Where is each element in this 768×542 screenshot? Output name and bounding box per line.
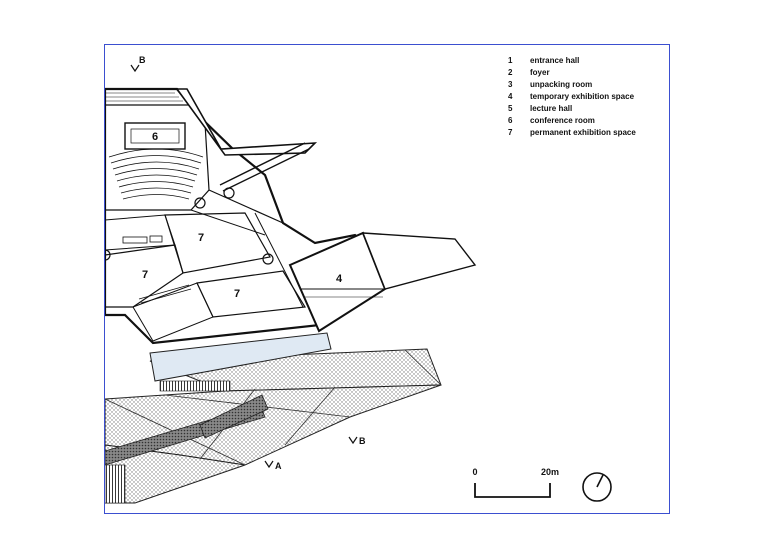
- temporary-exhibition-wing: [288, 231, 477, 333]
- glazed-foyer: [149, 332, 332, 382]
- room-label-7b: 7: [142, 269, 148, 281]
- legend-number: 7: [508, 128, 513, 137]
- legend-item: 4 temporary exhibition space: [508, 91, 668, 103]
- legend-item: 3 unpacking room: [508, 79, 668, 91]
- room-label-7a: 7: [198, 232, 204, 244]
- legend: 1 entrance hall 2 foyer 3 unpacking room 4 temp…: [508, 55, 668, 139]
- legend-label: conference room: [530, 116, 595, 125]
- legend-label: temporary exhibition space: [530, 92, 635, 101]
- section-mark-b-top: B: [130, 55, 146, 73]
- steps: [159, 380, 231, 392]
- legend-label: permanent exhibition space: [530, 128, 636, 137]
- legend-number: 6: [508, 116, 513, 125]
- scale-end-label: 20m: [541, 467, 559, 477]
- legend-item: 2 foyer: [508, 67, 668, 79]
- scale-start-label: 0: [472, 467, 477, 477]
- legend-number: 5: [508, 104, 513, 113]
- legend-label: unpacking room: [530, 80, 593, 89]
- svg-text:A: A: [275, 461, 282, 471]
- room-label-6: 6: [152, 131, 158, 143]
- legend-number: 1: [508, 56, 513, 65]
- legend-number: 3: [508, 80, 513, 89]
- floor-plan: 6 7 7 7 4 B B A 0 20m: [105, 55, 612, 504]
- legend-item: 5 lecture hall: [508, 103, 668, 115]
- legend-label: entrance hall: [530, 56, 580, 65]
- svg-text:B: B: [359, 436, 366, 446]
- north-arrow-icon: [582, 472, 612, 502]
- legend-label: foyer: [530, 68, 550, 77]
- steps-left: [105, 464, 126, 504]
- legend-number: 2: [508, 68, 513, 77]
- section-mark-a: A: [264, 460, 282, 471]
- svg-text:B: B: [139, 55, 146, 65]
- legend-item: 1 entrance hall: [508, 55, 668, 67]
- legend-item: 7 permanent exhibition space: [508, 127, 668, 139]
- dark-path-upper: [199, 394, 269, 439]
- room-label-7c: 7: [234, 288, 240, 300]
- legend-label: lecture hall: [530, 104, 573, 113]
- legend-number: 4: [508, 92, 513, 101]
- section-mark-b-bottom: B: [348, 436, 366, 446]
- scale-bar: 0 20m: [472, 467, 559, 498]
- upper-wing: [175, 88, 318, 192]
- legend-item: 6 conference room: [508, 115, 668, 127]
- room-label-4: 4: [336, 273, 343, 285]
